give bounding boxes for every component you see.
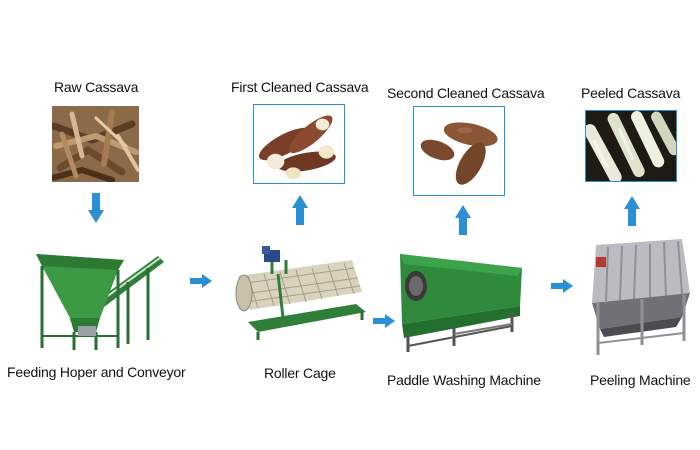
right-arrow-icon xyxy=(190,274,212,288)
first-cleaned-cassava-photo xyxy=(253,104,345,184)
down-arrow-icon xyxy=(88,193,104,223)
right-arrow-icon xyxy=(551,279,573,293)
raw-cassava-photo xyxy=(52,106,139,182)
up-arrow-icon xyxy=(455,205,471,235)
up-arrow-icon xyxy=(292,195,308,225)
peeling-machine-label: Peeling Machine xyxy=(590,372,691,388)
raw-cassava-label: Raw Cassava xyxy=(54,79,139,95)
first-cleaned-cassava-label: First Cleaned Cassava xyxy=(231,79,369,95)
right-arrow-icon xyxy=(373,314,395,328)
paddle-washing-machine-image xyxy=(394,246,529,354)
up-arrow-icon xyxy=(624,196,640,226)
peeling-machine-image xyxy=(582,237,694,357)
roller-cage-image xyxy=(228,244,376,340)
feeding-hopper-conveyor-label: Feeding Hoper and Conveyor xyxy=(7,364,186,380)
paddle-washing-machine-label: Paddle Washing Machine xyxy=(387,372,541,388)
peeled-cassava-label: Peeled Cassava xyxy=(581,85,681,101)
peeled-cassava-photo xyxy=(585,110,677,182)
feeding-hopper-conveyor-image xyxy=(30,240,180,352)
second-cleaned-cassava-photo xyxy=(413,106,505,196)
second-cleaned-cassava-label: Second Cleaned Cassava xyxy=(387,85,545,101)
roller-cage-label: Roller Cage xyxy=(264,365,336,381)
